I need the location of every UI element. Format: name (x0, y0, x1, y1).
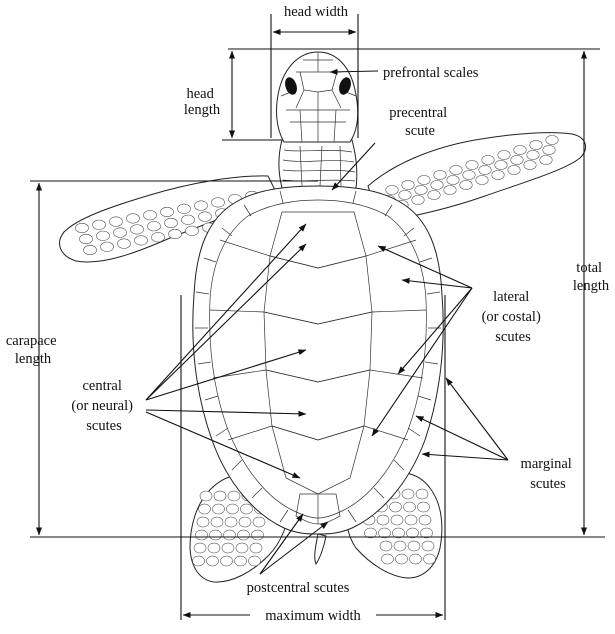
marginal-scutes-label: marginal scutes (521, 456, 576, 492)
central-scutes-label: central (or neural) scutes (71, 378, 136, 434)
carapace-length-label: carapace length (6, 333, 60, 367)
turtle-head (277, 52, 358, 142)
total-length-label: total length (573, 260, 610, 294)
precentral-scute-label: precentral scute (389, 105, 451, 139)
postcentral-scutes-label: postcentral scutes (247, 580, 350, 596)
tail (315, 534, 326, 564)
prefrontal-scales-label: prefrontal scales (383, 65, 479, 81)
lateral-scutes-label: lateral (or costal) scutes (482, 289, 545, 345)
head-length-label: head length (184, 86, 221, 118)
head-width-label: head width (284, 4, 349, 20)
maximum-width-label: maximum width (265, 608, 361, 624)
